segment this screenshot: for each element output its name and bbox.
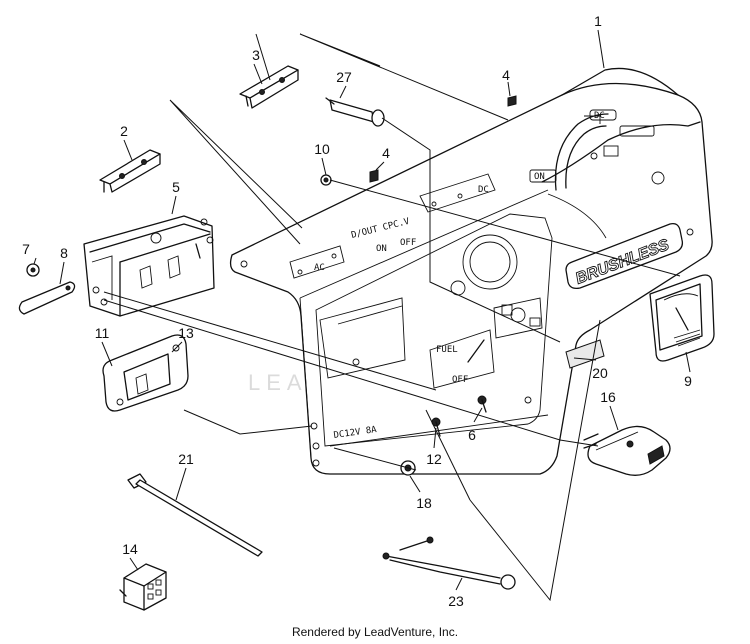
part-9-voltmeter <box>649 274 715 362</box>
ac-plate-label: AC <box>314 263 325 273</box>
callout-7: 7 <box>22 241 30 257</box>
callout-20: 20 <box>592 365 608 381</box>
part-16-plug <box>583 425 671 476</box>
part-2-terminal-bracket <box>99 149 161 193</box>
callout-9: 9 <box>684 373 692 389</box>
callout-4-lower: 4 <box>382 145 390 161</box>
on-label: ON <box>376 244 387 254</box>
off-label: OFF <box>400 238 416 248</box>
on-switch-label: ON <box>534 172 545 182</box>
callout-18: 18 <box>416 495 432 511</box>
callout-2: 2 <box>120 123 128 139</box>
part-23-wire-harness <box>382 536 516 590</box>
part-11-dc-outlet <box>102 334 189 412</box>
part-5-ac-receptacle <box>83 215 215 317</box>
callout-numbers: 1 2 3 4 4 5 6 7 8 9 10 11 12 13 14 16 18… <box>22 13 692 609</box>
fuel-label: FUEL <box>436 345 458 355</box>
control-panel: FUEL OFF AC DC D/OUT CPC.V ON OFF DC12V … <box>229 67 713 475</box>
part-12-screw <box>431 417 441 437</box>
callout-4-upper: 4 <box>502 67 510 83</box>
callout-10: 10 <box>314 141 330 157</box>
part-4-screw-upper <box>507 95 517 107</box>
callout-27: 27 <box>336 69 352 85</box>
callout-1: 1 <box>594 13 602 29</box>
callout-8: 8 <box>60 245 68 261</box>
part-21-cable-tie <box>127 473 263 557</box>
part-4-screw-lower <box>369 169 379 183</box>
part-27-pilot-lamp <box>325 97 385 127</box>
callout-13: 13 <box>178 325 194 341</box>
callout-16: 16 <box>600 389 616 405</box>
part-20-label <box>565 339 605 369</box>
callout-6: 6 <box>468 427 476 443</box>
part-8-cover-strip <box>18 281 76 315</box>
part-3-terminal-bracket <box>239 65 299 109</box>
leader-lines <box>33 29 691 602</box>
callout-14: 14 <box>122 541 138 557</box>
part-10-nut <box>320 174 332 186</box>
render-credit: Rendered by LeadVenture, Inc. <box>291 625 459 639</box>
part-14-connector <box>119 563 167 611</box>
callout-23: 23 <box>448 593 464 609</box>
meter-scale-hatch <box>673 329 701 347</box>
part-7-nut <box>26 263 40 277</box>
dc-plate-label: DC <box>478 185 489 195</box>
fuel-scale-label: OFF <box>452 375 468 385</box>
callout-5: 5 <box>172 179 180 195</box>
callout-3: 3 <box>252 47 260 63</box>
callout-12: 12 <box>426 451 442 467</box>
dc-switch-label: DC <box>594 111 605 121</box>
callout-21: 21 <box>178 451 194 467</box>
part-6-screw <box>477 395 487 413</box>
callout-11: 11 <box>95 325 110 341</box>
